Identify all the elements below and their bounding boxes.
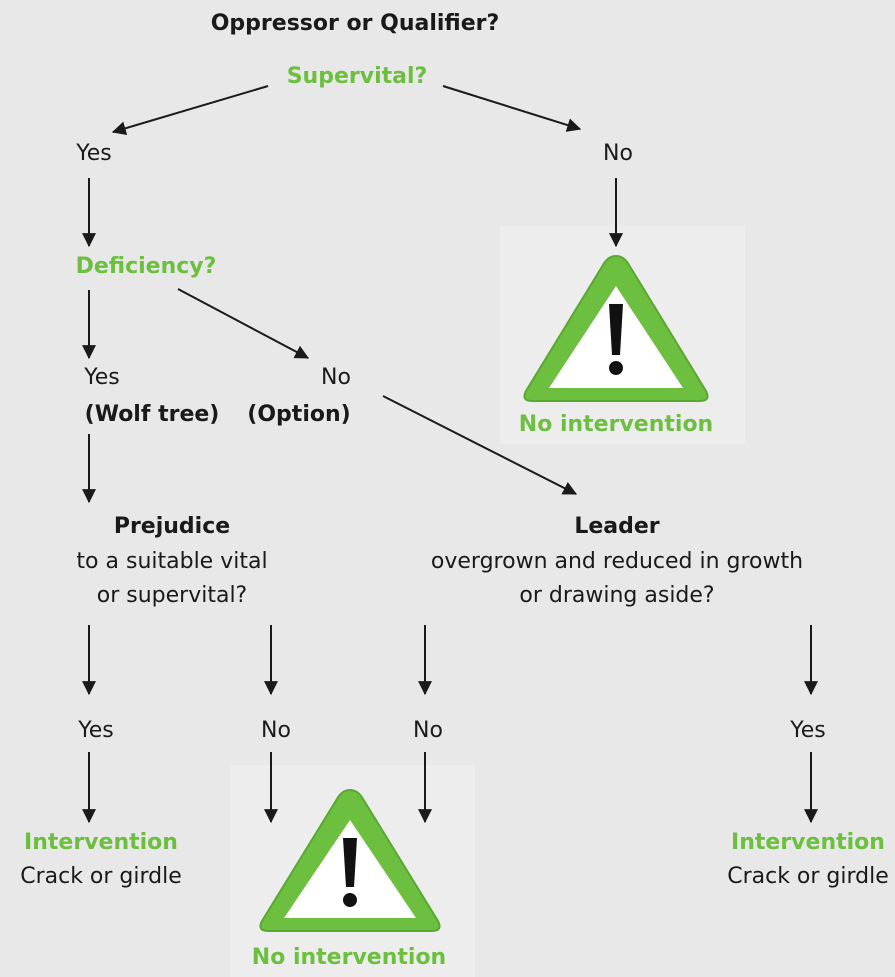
warning-triangle-icon (523, 254, 709, 402)
prejudice-line2: or supervital? (96, 583, 248, 608)
label-yes-deficiency: Yes (84, 365, 120, 390)
label-option: (Option) (247, 402, 351, 427)
diagram-title: Oppressor or Qualifier? (210, 11, 500, 36)
arrow-supervital-yes (111, 85, 269, 136)
question-deficiency: Deficiency? (75, 254, 217, 279)
question-supervital: Supervital? (286, 64, 428, 89)
label-no-prejudice: No (261, 718, 291, 743)
no-intervention-label-1: No intervention (518, 412, 714, 437)
label-yes-supervital: Yes (76, 141, 112, 166)
label-no-supervital: No (603, 141, 633, 166)
prejudice-line1: to a suitable vital (76, 549, 268, 574)
arrow-deficiency-no (177, 288, 310, 359)
arrow-supervital-no (442, 85, 582, 132)
leader-heading: Leader (574, 514, 660, 539)
intervention-left-text: Crack or girdle (20, 864, 182, 889)
leader-line2: or drawing aside? (519, 583, 715, 608)
label-no-deficiency: No (321, 365, 351, 390)
label-wolf-tree: (Wolf tree) (84, 402, 220, 427)
intervention-right-text: Crack or girdle (727, 864, 889, 889)
label-yes-prejudice: Yes (78, 718, 114, 743)
leader-line1: overgrown and reduced in growth (430, 549, 804, 574)
label-yes-leader: Yes (790, 718, 826, 743)
intervention-left-heading: Intervention (24, 830, 178, 855)
no-intervention-label-2: No intervention (251, 945, 447, 970)
arrow-option-leader (382, 395, 578, 495)
label-no-leader: No (413, 718, 443, 743)
prejudice-heading: Prejudice (113, 514, 231, 539)
intervention-right-heading: Intervention (731, 830, 885, 855)
warning-triangle-icon (259, 788, 441, 932)
